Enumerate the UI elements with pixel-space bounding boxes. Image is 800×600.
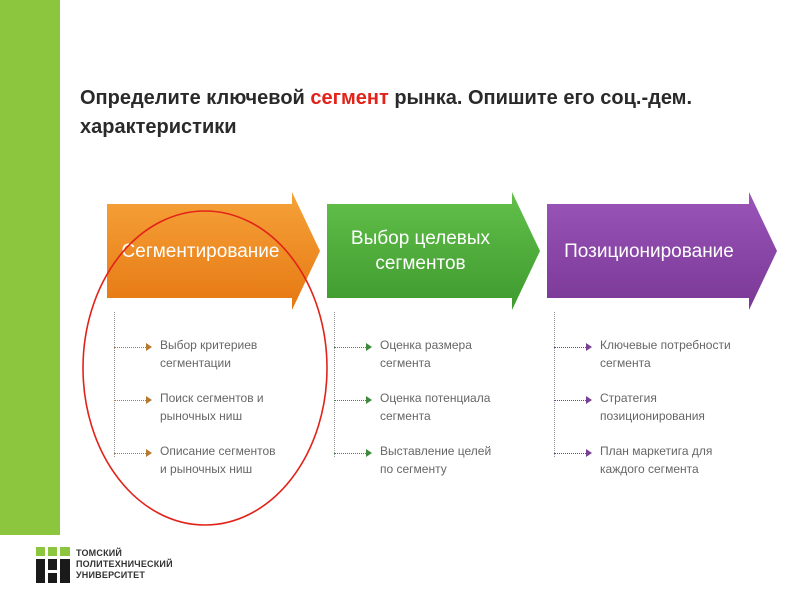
university-name-line: ПОЛИТЕХНИЧЕСКИЙ — [76, 559, 173, 569]
arrow-tip-icon — [586, 449, 592, 457]
arrow-shape — [547, 192, 777, 310]
list-item-text: Выставление целей по сегменту — [380, 444, 492, 476]
arrow-tip-icon — [366, 343, 372, 351]
arrow-tip-icon — [586, 396, 592, 404]
step-label: Позиционирование — [564, 240, 734, 262]
university-name: ТОМСКИЙ ПОЛИТЕХНИЧЕСКИЙ УНИВЕРСИТЕТ — [76, 548, 173, 581]
university-name-line: ТОМСКИЙ — [76, 548, 123, 558]
list-item-text: Оценка размера сегмента — [380, 338, 472, 370]
dotted-connector-line — [334, 312, 335, 457]
title-part-2: рынка. Опишите его соц.-дем. характерист… — [80, 87, 693, 138]
university-name-line: УНИВЕРСИТЕТ — [76, 570, 146, 580]
list-item-text: Описание сегментов и рыночных ниш — [160, 444, 276, 476]
list-item-text: План маркетига для каждого сегмента — [600, 444, 713, 476]
arrow-tip-icon — [146, 449, 152, 457]
arrow-tip-icon — [366, 396, 372, 404]
page-title: Определите ключевой сегмент рынка. Опиши… — [80, 84, 780, 142]
arrow-tip-icon — [366, 449, 372, 457]
step-arrow-positioning: Позиционирование — [547, 192, 777, 310]
step-label: Выбор целевых сегментов — [350, 228, 491, 274]
title-accent-word: сегмент — [310, 87, 389, 109]
dotted-connector-line — [554, 312, 555, 457]
arrow-tip-icon — [586, 343, 592, 351]
list-item-text: Оценка потенциала сегмента — [380, 391, 491, 423]
list-item-text: Стратегия позиционирования — [600, 391, 705, 423]
list-item-text: Ключевые потребности сегмента — [600, 338, 731, 370]
arrow-tip-icon — [146, 343, 152, 351]
list-item-text: Выбор критериев сегментации — [160, 338, 258, 370]
arrow-shape — [327, 192, 540, 310]
step-label: Сегментирование — [121, 240, 280, 262]
dotted-connector-line — [114, 312, 115, 457]
list-item-text: Поиск сегментов и рыночных ниш — [160, 391, 264, 423]
university-logo-icon — [36, 547, 70, 583]
title-part-1: Определите ключевой — [80, 87, 311, 109]
highlight-circle — [82, 210, 328, 526]
step-arrow-target-selection: Выбор целевых сегментов — [327, 192, 540, 310]
arrow-tip-icon — [146, 396, 152, 404]
accent-bar — [0, 0, 60, 535]
